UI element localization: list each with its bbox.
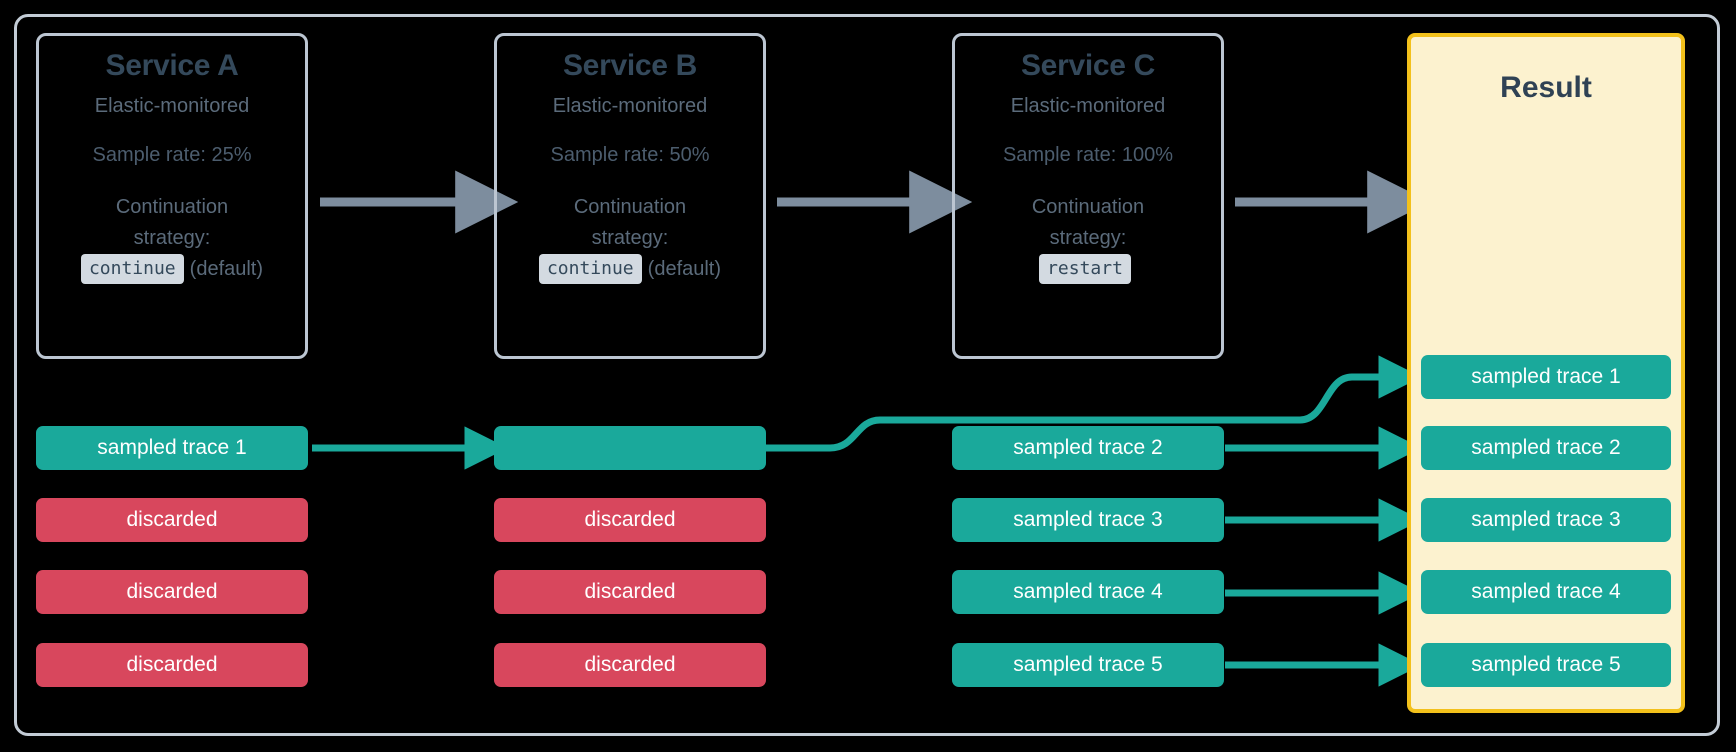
service-card-b: Service B Elastic-monitored Sample rate:… — [494, 33, 766, 359]
service-a-strategy-value-row: continue(default) — [49, 254, 295, 285]
service-b-strategy-note: (default) — [647, 258, 722, 281]
service-b-strategy: Continuation strategy: continue(default) — [507, 193, 753, 285]
service-a-monitored-label: Elastic-monitored — [94, 95, 250, 118]
service-c-strategy-code: restart — [1039, 254, 1131, 285]
service-c-strategy-label-line1: Continuation — [1031, 196, 1145, 219]
service-b-sample-rate: Sample rate: 50% — [550, 144, 710, 167]
trace-pill-b-2: discarded — [494, 498, 766, 542]
trace-pill-a-1: sampled trace 1 — [36, 426, 308, 470]
service-c-strategy-label-line2: strategy: — [1049, 226, 1127, 249]
service-a-strategy-note: (default) — [189, 258, 264, 281]
service-b-strategy-label-line1: Continuation — [573, 196, 687, 219]
trace-pill-c-4: sampled trace 5 — [952, 643, 1224, 687]
trace-pill-c-3: sampled trace 4 — [952, 570, 1224, 614]
service-a-strategy-label-line2: strategy: — [133, 226, 211, 249]
service-c-monitored-label: Elastic-monitored — [1010, 95, 1166, 118]
trace-pill-a-2: discarded — [36, 498, 308, 542]
service-a-sample-rate: Sample rate: 25% — [92, 144, 252, 167]
service-a-strategy-label-line1: Continuation — [115, 196, 229, 219]
service-b-monitored-label: Elastic-monitored — [552, 95, 708, 118]
result-trace-pill-5: sampled trace 5 — [1421, 643, 1671, 687]
service-b-strategy-value-row: continue(default) — [507, 254, 753, 285]
service-c-sample-rate: Sample rate: 100% — [1002, 144, 1174, 167]
service-a-strategy: Continuation strategy: continue(default) — [49, 193, 295, 285]
trace-pill-b-1 — [494, 426, 766, 470]
trace-pill-b-3: discarded — [494, 570, 766, 614]
service-c-title: Service C — [1020, 49, 1156, 82]
result-trace-pill-4: sampled trace 4 — [1421, 570, 1671, 614]
service-b-strategy-label-line2: strategy: — [591, 226, 669, 249]
result-title: Result — [1500, 71, 1592, 104]
service-c-strategy: Continuation strategy: restart — [965, 193, 1211, 285]
service-card-a: Service A Elastic-monitored Sample rate:… — [36, 33, 308, 359]
diagram-outer-frame — [14, 14, 1720, 736]
result-trace-pill-3: sampled trace 3 — [1421, 498, 1671, 542]
trace-pill-a-4: discarded — [36, 643, 308, 687]
trace-pill-c-2: sampled trace 3 — [952, 498, 1224, 542]
trace-pill-b-4: discarded — [494, 643, 766, 687]
service-a-strategy-code: continue — [80, 254, 184, 285]
service-b-title: Service B — [562, 49, 698, 82]
result-trace-pill-1: sampled trace 1 — [1421, 355, 1671, 399]
trace-pill-c-1: sampled trace 2 — [952, 426, 1224, 470]
service-card-c: Service C Elastic-monitored Sample rate:… — [952, 33, 1224, 359]
trace-pill-a-3: discarded — [36, 570, 308, 614]
result-trace-pill-2: sampled trace 2 — [1421, 426, 1671, 470]
service-b-strategy-code: continue — [538, 254, 642, 285]
service-c-strategy-value-row: restart — [965, 254, 1211, 285]
service-a-title: Service A — [105, 49, 239, 82]
